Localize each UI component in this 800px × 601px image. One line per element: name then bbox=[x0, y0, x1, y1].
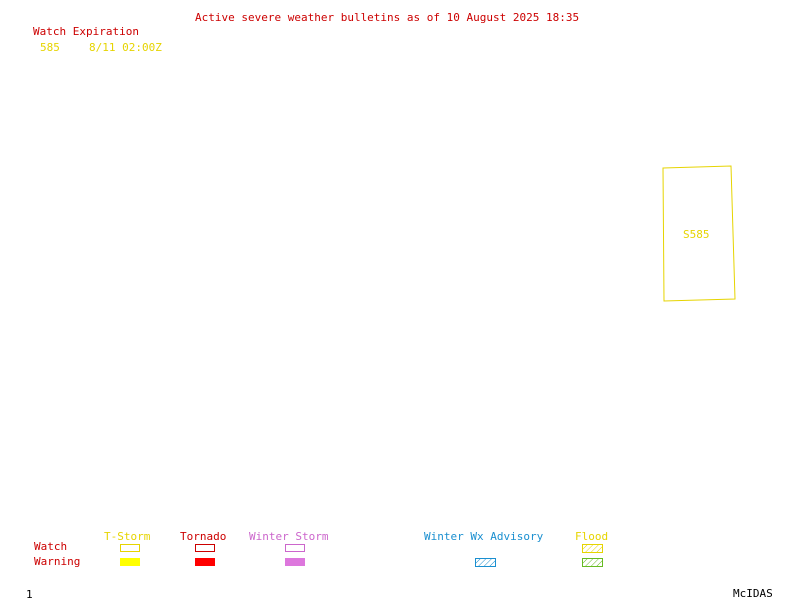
legend-tstorm-watch-swatch bbox=[120, 544, 140, 552]
watch-expiration-heading: Watch Expiration bbox=[33, 25, 139, 38]
legend-winter-advisory-label: Winter Wx Advisory bbox=[424, 530, 544, 543]
watch-polygon-label: S585 bbox=[683, 228, 710, 241]
legend-flood-label: Flood bbox=[575, 530, 609, 543]
legend-winter-storm-label: Winter Storm bbox=[249, 530, 329, 543]
watch-number: 585 bbox=[40, 41, 60, 54]
legend-flood-watch-swatch bbox=[582, 544, 603, 553]
legend-warning-row-label: Warning bbox=[34, 555, 81, 568]
legend-winter-storm-watch-swatch bbox=[285, 544, 305, 552]
legend-tstorm-label: T-Storm bbox=[104, 530, 151, 543]
legend-tornado-label: Tornado bbox=[180, 530, 227, 543]
bulletin-title: Active severe weather bulletins as of 10… bbox=[195, 11, 580, 24]
legend-tornado-watch-swatch bbox=[195, 544, 215, 552]
legend-tornado-warning-swatch bbox=[195, 558, 215, 566]
watch-polygon-s585[interactable] bbox=[662, 165, 736, 302]
frame-number: 1 bbox=[26, 588, 33, 601]
legend-flood-warning-swatch bbox=[582, 558, 603, 567]
legend-tstorm-warning-swatch bbox=[120, 558, 140, 566]
mcidas-branding: McIDAS bbox=[733, 587, 773, 600]
watch-expiration-time: 8/11 02:00Z bbox=[89, 41, 162, 54]
legend-winter-storm-warning-swatch bbox=[285, 558, 305, 566]
legend-watch-row-label: Watch bbox=[34, 540, 68, 553]
legend-winter-advisory-warning-swatch bbox=[475, 558, 496, 567]
